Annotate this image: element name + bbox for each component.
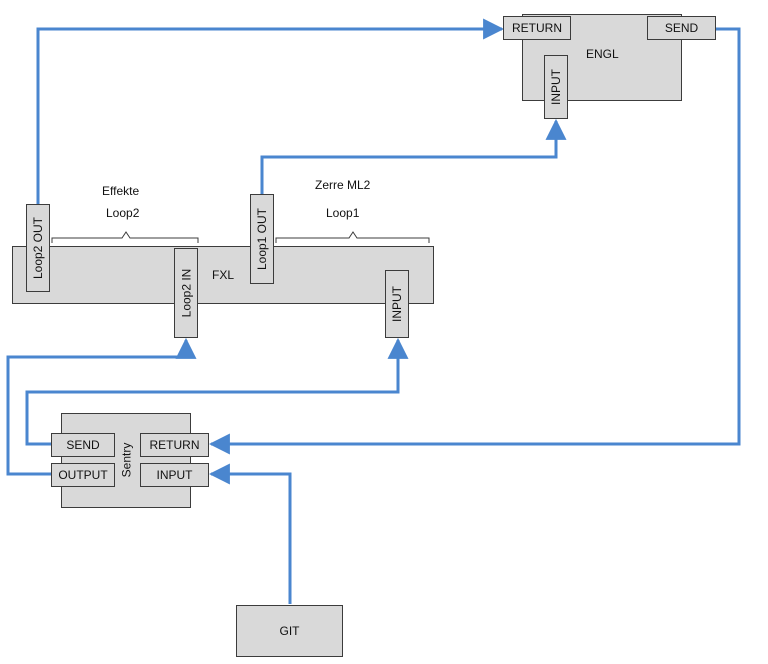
- sentry-send-label: SEND: [66, 438, 100, 452]
- sentry-label-wrap: Sentry: [116, 435, 136, 485]
- sentry-box: [61, 413, 191, 508]
- fxl-input-port[interactable]: INPUT: [385, 270, 409, 338]
- sentry-output-port[interactable]: OUTPUT: [51, 463, 115, 487]
- connector-git-to-sentry-input: [208, 463, 292, 604]
- sentry-input-port[interactable]: INPUT: [140, 463, 209, 487]
- connector-engl-send-to-sentry-return: [208, 27, 741, 455]
- fxl-loop2-out-label: Loop2 OUT: [31, 216, 46, 280]
- loop2-title: Effekte: [102, 184, 140, 198]
- sentry-return-port[interactable]: RETURN: [140, 433, 209, 457]
- fxl-loop1-out-label: Loop1 OUT: [255, 207, 270, 271]
- engl-label: ENGL: [586, 47, 619, 61]
- connector-sentry-output-to-loop2in: [6, 337, 197, 476]
- engl-input-port[interactable]: INPUT: [544, 55, 568, 119]
- loop1-brace: [275, 231, 430, 243]
- fxl-loop2-in-port[interactable]: Loop2 IN: [174, 248, 198, 338]
- sentry-output-label: OUTPUT: [58, 468, 108, 482]
- connector-loop2out-to-engl-return: [36, 18, 505, 204]
- engl-return-label: RETURN: [512, 21, 562, 35]
- fxl-label: FXL: [212, 268, 235, 282]
- git-label: GIT: [279, 624, 300, 638]
- engl-send-port[interactable]: SEND: [647, 16, 716, 40]
- fxl-input-label: INPUT: [390, 286, 404, 322]
- connector-loop1out-to-engl-input: [260, 118, 567, 194]
- git-box[interactable]: GIT: [236, 605, 343, 657]
- fxl-loop1-out-port[interactable]: Loop1 OUT: [250, 194, 274, 284]
- sentry-return-label: RETURN: [149, 438, 200, 452]
- sentry-input-label: INPUT: [156, 468, 193, 482]
- connector-sentry-send-to-fxl-input: [25, 337, 409, 446]
- engl-send-label: SEND: [664, 21, 699, 35]
- sentry-send-port[interactable]: SEND: [51, 433, 115, 457]
- engl-input-label: INPUT: [549, 69, 563, 105]
- fxl-loop2-in-label: Loop2 IN: [179, 268, 194, 318]
- loop1-label: Loop1: [326, 206, 360, 220]
- engl-return-port[interactable]: RETURN: [503, 16, 571, 40]
- sentry-label: Sentry: [119, 442, 133, 478]
- loop1-title: Zerre ML2: [315, 178, 371, 192]
- loop2-brace: [51, 231, 199, 243]
- loop2-label: Loop2: [106, 206, 140, 220]
- fxl-box: [12, 246, 434, 304]
- fxl-loop2-out-port[interactable]: Loop2 OUT: [26, 204, 50, 292]
